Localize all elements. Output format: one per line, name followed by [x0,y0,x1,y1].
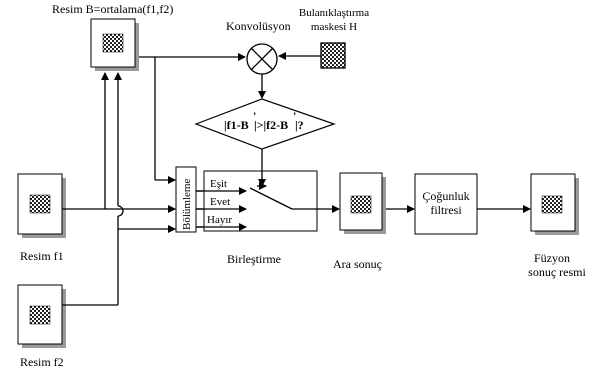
blur-mask-node [321,43,345,68]
decision-mid: |>|f2-B [254,118,288,132]
image-b-node [91,19,139,71]
convolution-operator-icon [247,44,277,74]
fusion-result-thumbnail [542,196,562,213]
blur-mask-thumbnail [321,43,345,68]
blur-mask-label-line2: maskesi H [311,21,357,33]
intermediate-result-label: Ara sonuç [333,257,382,271]
decision-left: |f1-B [224,118,249,132]
intermediate-result-thumbnail [351,196,371,213]
merge-label: Birleştirme [227,252,281,266]
image-b-thumbnail [103,34,123,52]
image-f2-thumbnail [30,306,50,324]
merge-option-yes: Evet [210,196,230,208]
decision-prime-1: ' [253,109,256,123]
image-f2-node [18,285,66,348]
majority-filter-line2: filtresi [430,203,462,217]
image-f1-label: Resim f1 [20,249,64,263]
image-f1-thumbnail [30,195,50,213]
merge-option-equal: Eşit [210,178,227,190]
merge-option-no: Hayır [207,214,232,226]
decision-prime-2: ' [293,109,296,123]
segmentation-label: Bölümleme [181,179,193,230]
fusion-result-line2: sonuç resmi [528,265,586,279]
fusion-result-node [531,174,579,235]
fusion-result-line1: Füzyon [534,251,570,265]
image-f1-node [18,174,66,238]
intermediate-result-node [340,173,386,234]
majority-filter-line1: Çoğunluk [422,189,469,203]
blur-mask-label-line1: Bulanıklaştırma [299,7,369,19]
image-b-label: Resim B=ortalama(f1,f2) [52,2,173,16]
image-f2-label: Resim f2 [20,355,64,369]
convolution-label: Konvolüsyon [226,19,291,33]
